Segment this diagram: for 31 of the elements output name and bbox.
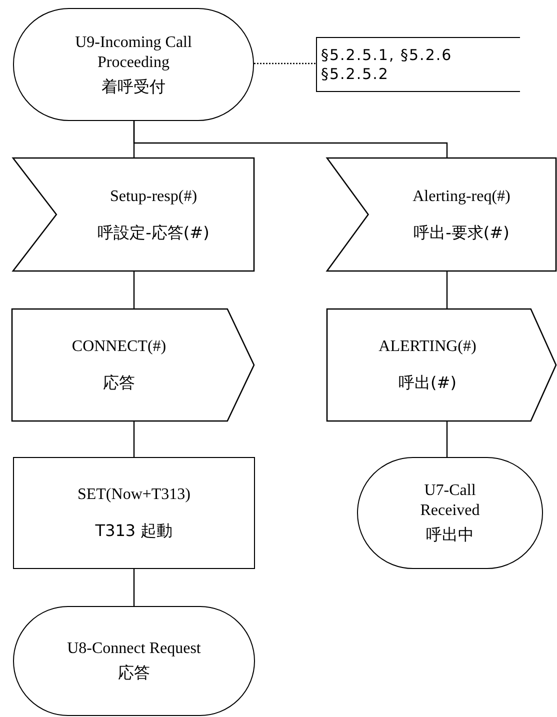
- comment-box: [316, 37, 520, 92]
- flow-line: [133, 121, 448, 158]
- flow-line: [133, 271, 135, 309]
- section-reference: §5.2.5.2: [321, 64, 389, 84]
- node-label-japanese: 応答: [118, 663, 150, 683]
- section-reference: §5.2.5.1, §5.2.6: [321, 46, 452, 64]
- node-label: U9-Incoming Call Proceeding: [74, 32, 193, 72]
- node-label-japanese: 着呼受付: [102, 76, 166, 96]
- node-label-japanese: 呼設定-応答(#): [98, 222, 210, 242]
- node-label: SET(Now+T313): [77, 485, 190, 505]
- node-label: Setup-resp(#): [110, 186, 198, 206]
- output-signal-box: [12, 309, 254, 421]
- node-label: U7-Call Received: [419, 481, 481, 521]
- node-label: U8-Connect Request: [67, 639, 201, 659]
- node-label-japanese: 呼出(#): [398, 373, 456, 393]
- node-label-japanese: 呼出-要求(#): [414, 222, 510, 242]
- input-signal-box: [13, 158, 254, 271]
- output-signal-box: [327, 309, 556, 421]
- node-label-japanese: 応答: [103, 373, 135, 393]
- flow-line: [133, 569, 135, 606]
- node-label-japanese: T313 起動: [95, 521, 173, 541]
- node-label: ALERTING(#): [378, 337, 476, 357]
- task-box: [13, 457, 255, 569]
- flow-line: [446, 271, 448, 309]
- dotted-connector: [254, 62, 316, 64]
- node-label: Alerting-req(#): [412, 186, 510, 206]
- node-label-japanese: 呼出中: [426, 525, 474, 545]
- flow-line: [133, 421, 135, 457]
- node-label: CONNECT(#): [72, 337, 166, 357]
- flow-line: [446, 421, 448, 457]
- input-signal-box: [327, 158, 556, 271]
